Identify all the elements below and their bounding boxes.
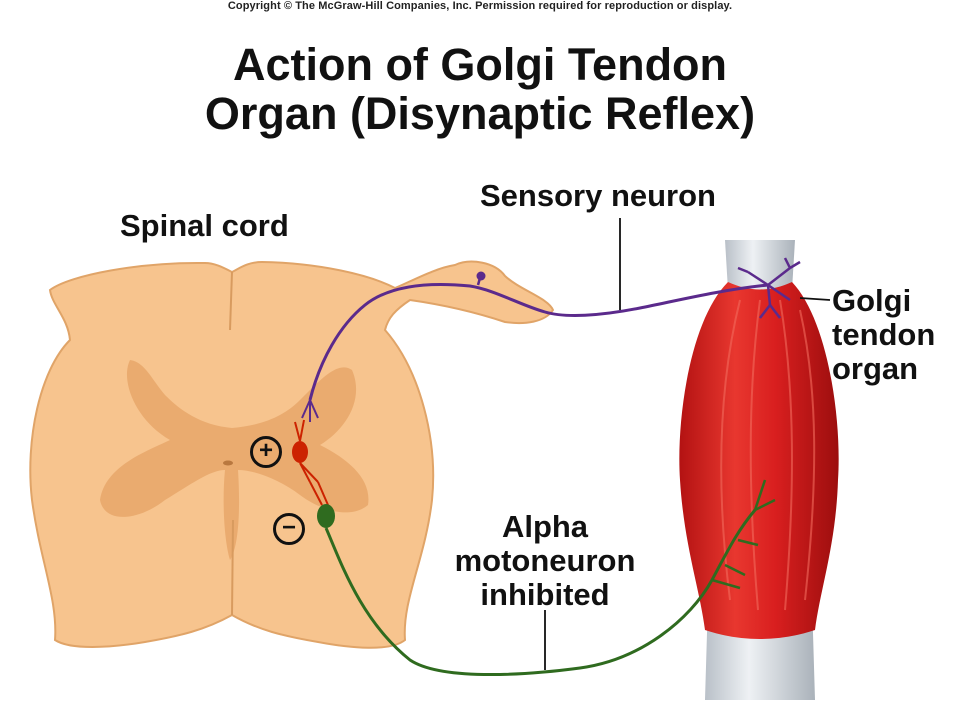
copyright-notice: Copyright © The McGraw-Hill Companies, I… xyxy=(227,0,733,12)
interneuron-cell-body xyxy=(292,441,308,463)
label-leader-lines xyxy=(544,218,831,670)
inhibitory-synapse-sign: − xyxy=(273,513,305,545)
alpha-label-line-2: motoneuron xyxy=(454,543,636,578)
sensory-neuron-label: Sensory neuron xyxy=(480,178,716,213)
golgi-label-line-3: organ xyxy=(832,351,919,386)
central-canal xyxy=(223,460,233,466)
golgi-label-line-2: tendon xyxy=(832,317,936,352)
muscle-belly xyxy=(679,282,839,639)
alpha-motoneuron-label: Alpha motoneuron inhibited xyxy=(420,510,670,612)
sensory-neuron-cell-body xyxy=(476,271,486,281)
tendon-top xyxy=(725,240,795,295)
golgi-tendon-organ-endings xyxy=(737,257,801,319)
spinal-cord-label: Spinal cord xyxy=(120,208,289,243)
alpha-label-line-1: Alpha xyxy=(501,509,589,544)
page-title: Action of Golgi Tendon Organ (Disynaptic… xyxy=(0,40,960,138)
title-line-1: Action of Golgi Tendon xyxy=(232,39,728,90)
sensory-neuron-axon xyxy=(308,282,769,401)
motoneuron-cell-body xyxy=(317,504,335,528)
motoneuron-endplates xyxy=(711,479,776,590)
title-line-2: Organ (Disynaptic Reflex) xyxy=(204,88,756,139)
interneuron-processes xyxy=(294,419,329,506)
posterior-median-groove xyxy=(229,271,233,331)
alpha-label-line-3: inhibited xyxy=(480,577,610,612)
golgi-label-line-1: Golgi xyxy=(832,283,912,318)
excitatory-synapse-sign: + xyxy=(250,436,282,468)
spinal-cord-gray-matter xyxy=(100,360,369,560)
sensory-neuron-terminals xyxy=(301,399,319,422)
golgi-tendon-organ-label: Golgi tendon organ xyxy=(832,284,935,386)
anterior-median-fissure xyxy=(231,519,234,616)
motoneuron-axon xyxy=(324,509,757,677)
